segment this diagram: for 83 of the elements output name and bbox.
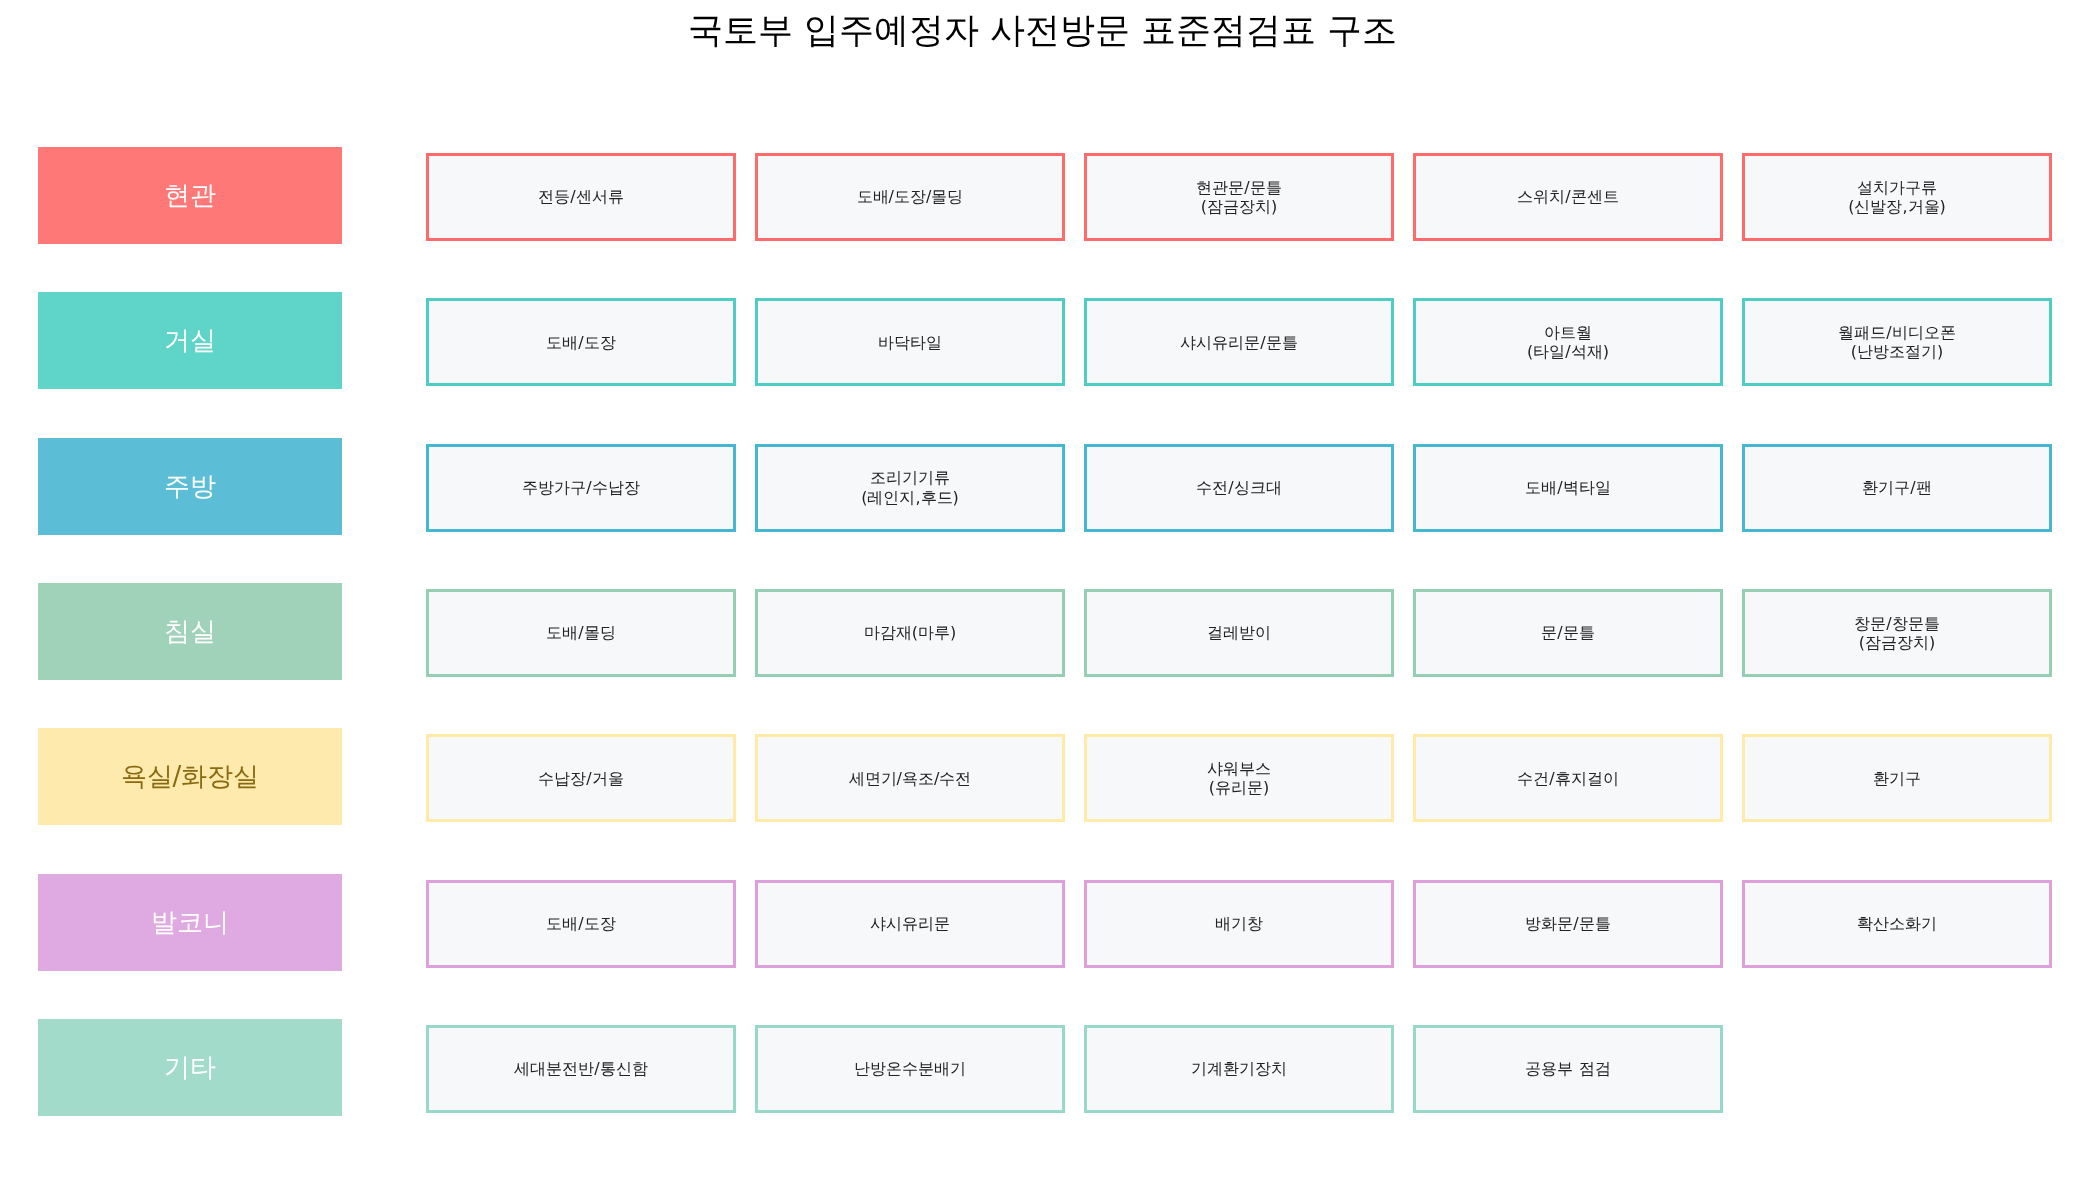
item-label: 환기구 xyxy=(1873,768,1921,788)
checklist-item-box xyxy=(1084,588,1394,677)
checklist-item-box xyxy=(1413,1024,1723,1113)
item-label: 도배/도장 xyxy=(546,332,616,352)
checklist-item-box xyxy=(755,153,1065,241)
checklist-item-box xyxy=(1084,734,1394,823)
category-label: 주방 xyxy=(164,469,216,503)
checklist-item-box xyxy=(426,734,736,823)
category-box xyxy=(38,873,342,971)
checklist-item-box xyxy=(755,1024,1065,1113)
checklist-item-box xyxy=(1742,734,2052,823)
item-label: 공용부 점검 xyxy=(1525,1059,1611,1079)
checklist-item-box xyxy=(426,443,736,532)
checklist-item-box xyxy=(1084,153,1394,241)
category-box xyxy=(38,437,342,535)
checklist-item-box xyxy=(1742,153,2052,241)
checklist-item-box xyxy=(426,153,736,241)
checklist-item-box xyxy=(1084,879,1394,968)
item-label: 세면기/욕조/수전 xyxy=(848,768,972,788)
item-label: 창문/창문틀 (잠금장치) xyxy=(1854,613,1940,653)
checklist-item-box xyxy=(1413,443,1723,532)
checklist-item-box xyxy=(1742,879,2052,968)
checklist-item-box xyxy=(426,298,736,387)
item-label: 마감재(마루) xyxy=(863,623,957,643)
checklist-item-box xyxy=(1742,443,2052,532)
checklist-item-box xyxy=(755,298,1065,387)
checklist-item-box xyxy=(1084,1024,1394,1113)
checklist-item-box xyxy=(755,734,1065,823)
item-label: 샤시유리문 xyxy=(870,913,950,934)
checklist-item-box xyxy=(1413,153,1723,241)
checklist-item-box xyxy=(426,879,736,968)
category-label: 기타 xyxy=(164,1050,216,1084)
checklist-item-box xyxy=(426,588,736,677)
item-label: 도배/몰딩 xyxy=(546,623,616,643)
category-label: 현관 xyxy=(164,179,216,212)
item-label: 난방온수분배기 xyxy=(854,1059,966,1079)
item-label: 월패드/비디오폰 (난방조절기) xyxy=(1838,323,1956,362)
checklist-item-box xyxy=(426,1024,736,1113)
item-label: 아트월 (타일/석재) xyxy=(1527,323,1609,362)
checklist-item-box xyxy=(1413,588,1723,677)
item-label: 방화문/문틀 xyxy=(1525,913,1611,934)
category-box xyxy=(38,147,342,244)
category-box xyxy=(38,582,342,680)
checklist-item-box xyxy=(755,879,1065,968)
category-box xyxy=(38,292,342,390)
item-label: 수건/휴지걸이 xyxy=(1517,768,1619,788)
category-label: 거실 xyxy=(164,324,216,358)
item-label: 배기창 xyxy=(1215,913,1263,934)
item-label: 확산소화기 xyxy=(1857,913,1937,934)
checklist-item-box xyxy=(1413,879,1723,968)
item-label: 문/문틀 xyxy=(1541,623,1595,643)
item-label: 조리기기류 (레인지,후드) xyxy=(861,468,959,507)
checklist-item-box xyxy=(1413,734,1723,823)
item-label: 세대분전반/통신함 xyxy=(514,1059,648,1079)
item-label: 바닥타일 xyxy=(878,332,942,352)
item-label: 현관문/문틀 (잠금장치) xyxy=(1196,177,1282,217)
category-label: 발코니 xyxy=(151,905,229,939)
checklist-item-box xyxy=(755,443,1065,532)
item-label: 수전/싱크대 xyxy=(1196,478,1282,498)
category-box xyxy=(38,1018,342,1116)
item-label: 수납장/거울 xyxy=(538,768,624,788)
item-label: 전등/센서류 xyxy=(538,187,624,207)
item-label: 걸레받이 xyxy=(1207,623,1271,643)
item-label: 샤시유리문/문틀 xyxy=(1180,332,1298,352)
checklist-item-box xyxy=(755,588,1065,677)
checklist-item-box xyxy=(1084,298,1394,387)
item-label: 도배/도장/몰딩 xyxy=(856,187,964,207)
checklist-item-box xyxy=(1084,443,1394,532)
item-label: 기계환기장치 xyxy=(1191,1059,1287,1079)
item-label: 도배/벽타일 xyxy=(1525,478,1611,498)
item-label: 스위치/콘센트 xyxy=(1517,187,1619,207)
item-label: 샤워부스 (유리문) xyxy=(1207,759,1271,798)
diagram-title: 국토부 입주예정자 사전방문 표준점검표 구조 xyxy=(687,9,1398,52)
item-label: 환기구/팬 xyxy=(1862,478,1932,498)
item-label: 주방가구/수납장 xyxy=(522,478,640,498)
category-box xyxy=(38,728,342,826)
checklist-item-box xyxy=(1742,298,2052,387)
checklist-item-box xyxy=(1742,588,2052,677)
item-label: 도배/도장 xyxy=(546,913,616,934)
category-label: 침실 xyxy=(164,614,216,648)
checklist-item-box xyxy=(1413,298,1723,387)
category-label: 욕실/화장실 xyxy=(120,760,260,794)
item-label: 설치가구류 (신발장,거울) xyxy=(1848,177,1946,217)
